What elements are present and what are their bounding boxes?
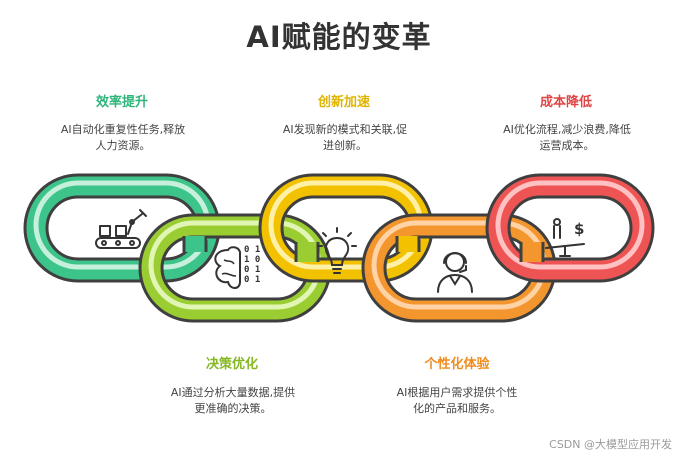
step-desc-decision-line1: AI通过分析大量数据,提供 xyxy=(170,386,296,399)
step-label-efficiency: 效率提升 xyxy=(95,95,148,110)
step-label-innovation: 创新加速 xyxy=(317,95,370,110)
step-desc-efficiency-line1: AI自动化重复性任务,释放 xyxy=(60,123,186,136)
step-desc-innovation: AI发现新的模式和关联,促 进创新。 xyxy=(250,122,440,154)
balance-dollar-icon: $ xyxy=(545,218,585,257)
watermark: CSDN @大模型应用开发 xyxy=(549,438,672,451)
step-label-personalization: 个性化体验 xyxy=(424,357,490,372)
step-label-decision: 决策优化 xyxy=(205,357,258,372)
chain-link-cost xyxy=(485,173,655,283)
step-desc-cost-line1: AI优化流程,减少浪费,降低 xyxy=(503,123,631,136)
step-desc-innovation-line1: AI发现新的模式和关联,促 xyxy=(282,123,408,136)
step-desc-personalization-line2: 化的产品和服务。 xyxy=(413,402,501,415)
svg-text:1 0: 1 0 xyxy=(244,255,260,265)
headset-user-icon xyxy=(437,252,473,293)
step-desc-personalization: AI根据用户需求提供个性 化的产品和服务。 xyxy=(362,385,552,417)
lightbulb-icon xyxy=(317,227,357,274)
step-label-cost: 成本降低 xyxy=(539,95,592,110)
step-desc-innovation-line2: 进创新。 xyxy=(323,139,367,152)
svg-text:0 1: 0 1 xyxy=(244,245,260,255)
svg-text:0 1: 0 1 xyxy=(244,265,260,275)
brain-binary-icon: 0 1 1 0 0 1 0 1 xyxy=(214,245,260,289)
svg-text:$: $ xyxy=(574,220,584,238)
step-desc-personalization-line1: AI根据用户需求提供个性 xyxy=(396,386,518,399)
step-desc-efficiency-line2: 人力资源。 xyxy=(95,139,151,152)
step-desc-cost: AI优化流程,减少浪费,降低 运营成本。 xyxy=(472,122,662,154)
page-title: AI赋能的变革 xyxy=(246,20,432,54)
step-desc-decision-line2: 更准确的决策。 xyxy=(194,402,272,415)
step-desc-cost-line2: 运营成本。 xyxy=(539,139,595,152)
svg-text:0 1: 0 1 xyxy=(244,275,260,285)
step-desc-decision: AI通过分析大量数据,提供 更准确的决策。 xyxy=(140,385,326,417)
factory-robot-arm-icon xyxy=(95,209,147,249)
step-desc-efficiency: AI自动化重复性任务,释放 人力资源。 xyxy=(30,122,216,154)
